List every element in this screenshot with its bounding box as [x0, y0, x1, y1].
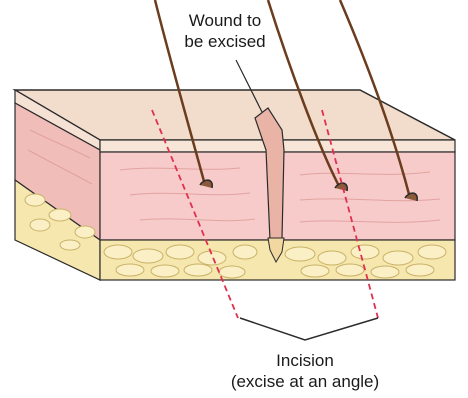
- incision-bracket: [240, 318, 378, 340]
- wound-label-line-1: Wound to: [170, 10, 280, 31]
- incision-label-line-2: (excise at an angle): [210, 371, 400, 392]
- incision-label: Incision (excise at an angle): [210, 350, 400, 392]
- wound-label-line-2: be excised: [170, 31, 280, 52]
- incision-label-line-1: Incision: [210, 350, 400, 371]
- wound-label: Wound to be excised: [170, 10, 280, 52]
